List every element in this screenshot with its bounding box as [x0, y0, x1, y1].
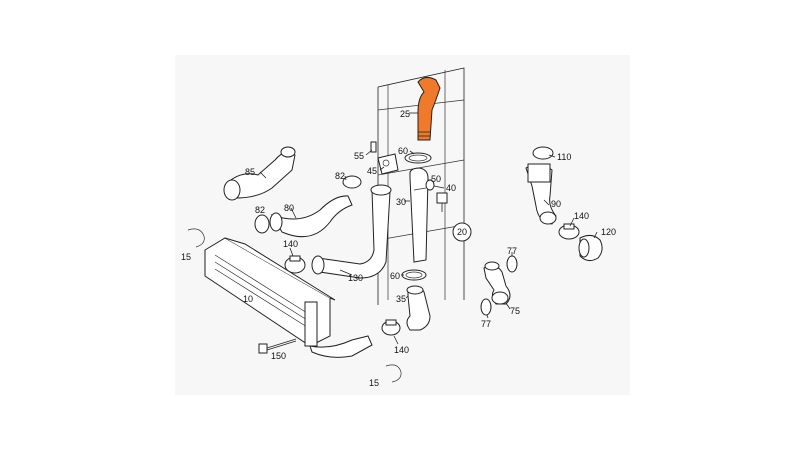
label-140-left: 140 [283, 239, 298, 249]
hose-15-bottom[interactable] [385, 364, 402, 383]
label-140-right: 140 [574, 211, 589, 221]
pipe-130[interactable] [311, 184, 392, 279]
label-140-bottom: 140 [394, 345, 409, 355]
hose-clamp-140-left[interactable] [284, 255, 306, 274]
hose-80[interactable] [269, 195, 353, 238]
label-60-bottom: 60 [390, 271, 400, 281]
hose-120[interactable] [578, 234, 603, 262]
label-82-right: 82 [335, 171, 345, 181]
hose-25-highlighted[interactable] [417, 76, 441, 141]
label-60-top: 60 [398, 146, 408, 156]
hose-clamp-140-right[interactable] [558, 223, 580, 240]
label-82-left: 82 [255, 205, 265, 215]
sensor-50[interactable] [436, 192, 448, 212]
pipe-30[interactable] [409, 167, 429, 263]
diagram-background [175, 55, 630, 395]
hose-85[interactable] [223, 146, 296, 201]
label-77-bottom: 77 [481, 319, 491, 329]
label-50: 50 [431, 174, 441, 184]
label-90: 90 [551, 199, 561, 209]
part-number-labels: 25 55 60 45 40 50 30 20 60 35 85 82 82 8… [181, 109, 616, 388]
label-55: 55 [354, 151, 364, 161]
label-15-left: 15 [181, 252, 191, 262]
hose-clamp-60-top[interactable] [404, 152, 432, 164]
label-35: 35 [396, 294, 406, 304]
label-45: 45 [367, 166, 377, 176]
label-75: 75 [510, 306, 520, 316]
label-30: 30 [396, 197, 406, 207]
o-ring-82-left[interactable] [254, 214, 270, 234]
label-40: 40 [446, 183, 456, 193]
label-130: 130 [348, 273, 363, 283]
pipe-90[interactable] [525, 163, 557, 225]
label-10: 10 [243, 294, 253, 304]
bolt-55[interactable] [370, 141, 377, 153]
label-120: 120 [601, 227, 616, 237]
o-ring-77-bottom[interactable] [480, 298, 492, 316]
reference-circle-20 [452, 222, 472, 242]
hose-35[interactable] [406, 285, 431, 331]
o-ring-77-top[interactable] [506, 255, 518, 273]
label-110: 110 [557, 152, 571, 162]
label-77-top: 77 [507, 246, 517, 256]
label-150: 150 [271, 351, 286, 361]
label-85: 85 [245, 167, 255, 177]
o-ring-110[interactable] [532, 146, 554, 160]
leader-lines [259, 112, 598, 345]
bracket-45[interactable] [377, 153, 399, 175]
label-80: 80 [284, 203, 294, 213]
intercooler-10[interactable] [204, 237, 373, 358]
label-20: 20 [457, 227, 467, 237]
hose-15-left[interactable] [187, 228, 205, 248]
hose-75[interactable] [483, 261, 511, 305]
bolt-150[interactable] [258, 338, 297, 354]
label-15-bottom: 15 [369, 378, 379, 388]
o-ring-82-right[interactable] [342, 175, 362, 189]
label-25: 25 [400, 109, 410, 119]
hose-clamp-60-bottom[interactable] [401, 269, 427, 281]
hose-clamp-140-bottom[interactable] [381, 319, 401, 336]
